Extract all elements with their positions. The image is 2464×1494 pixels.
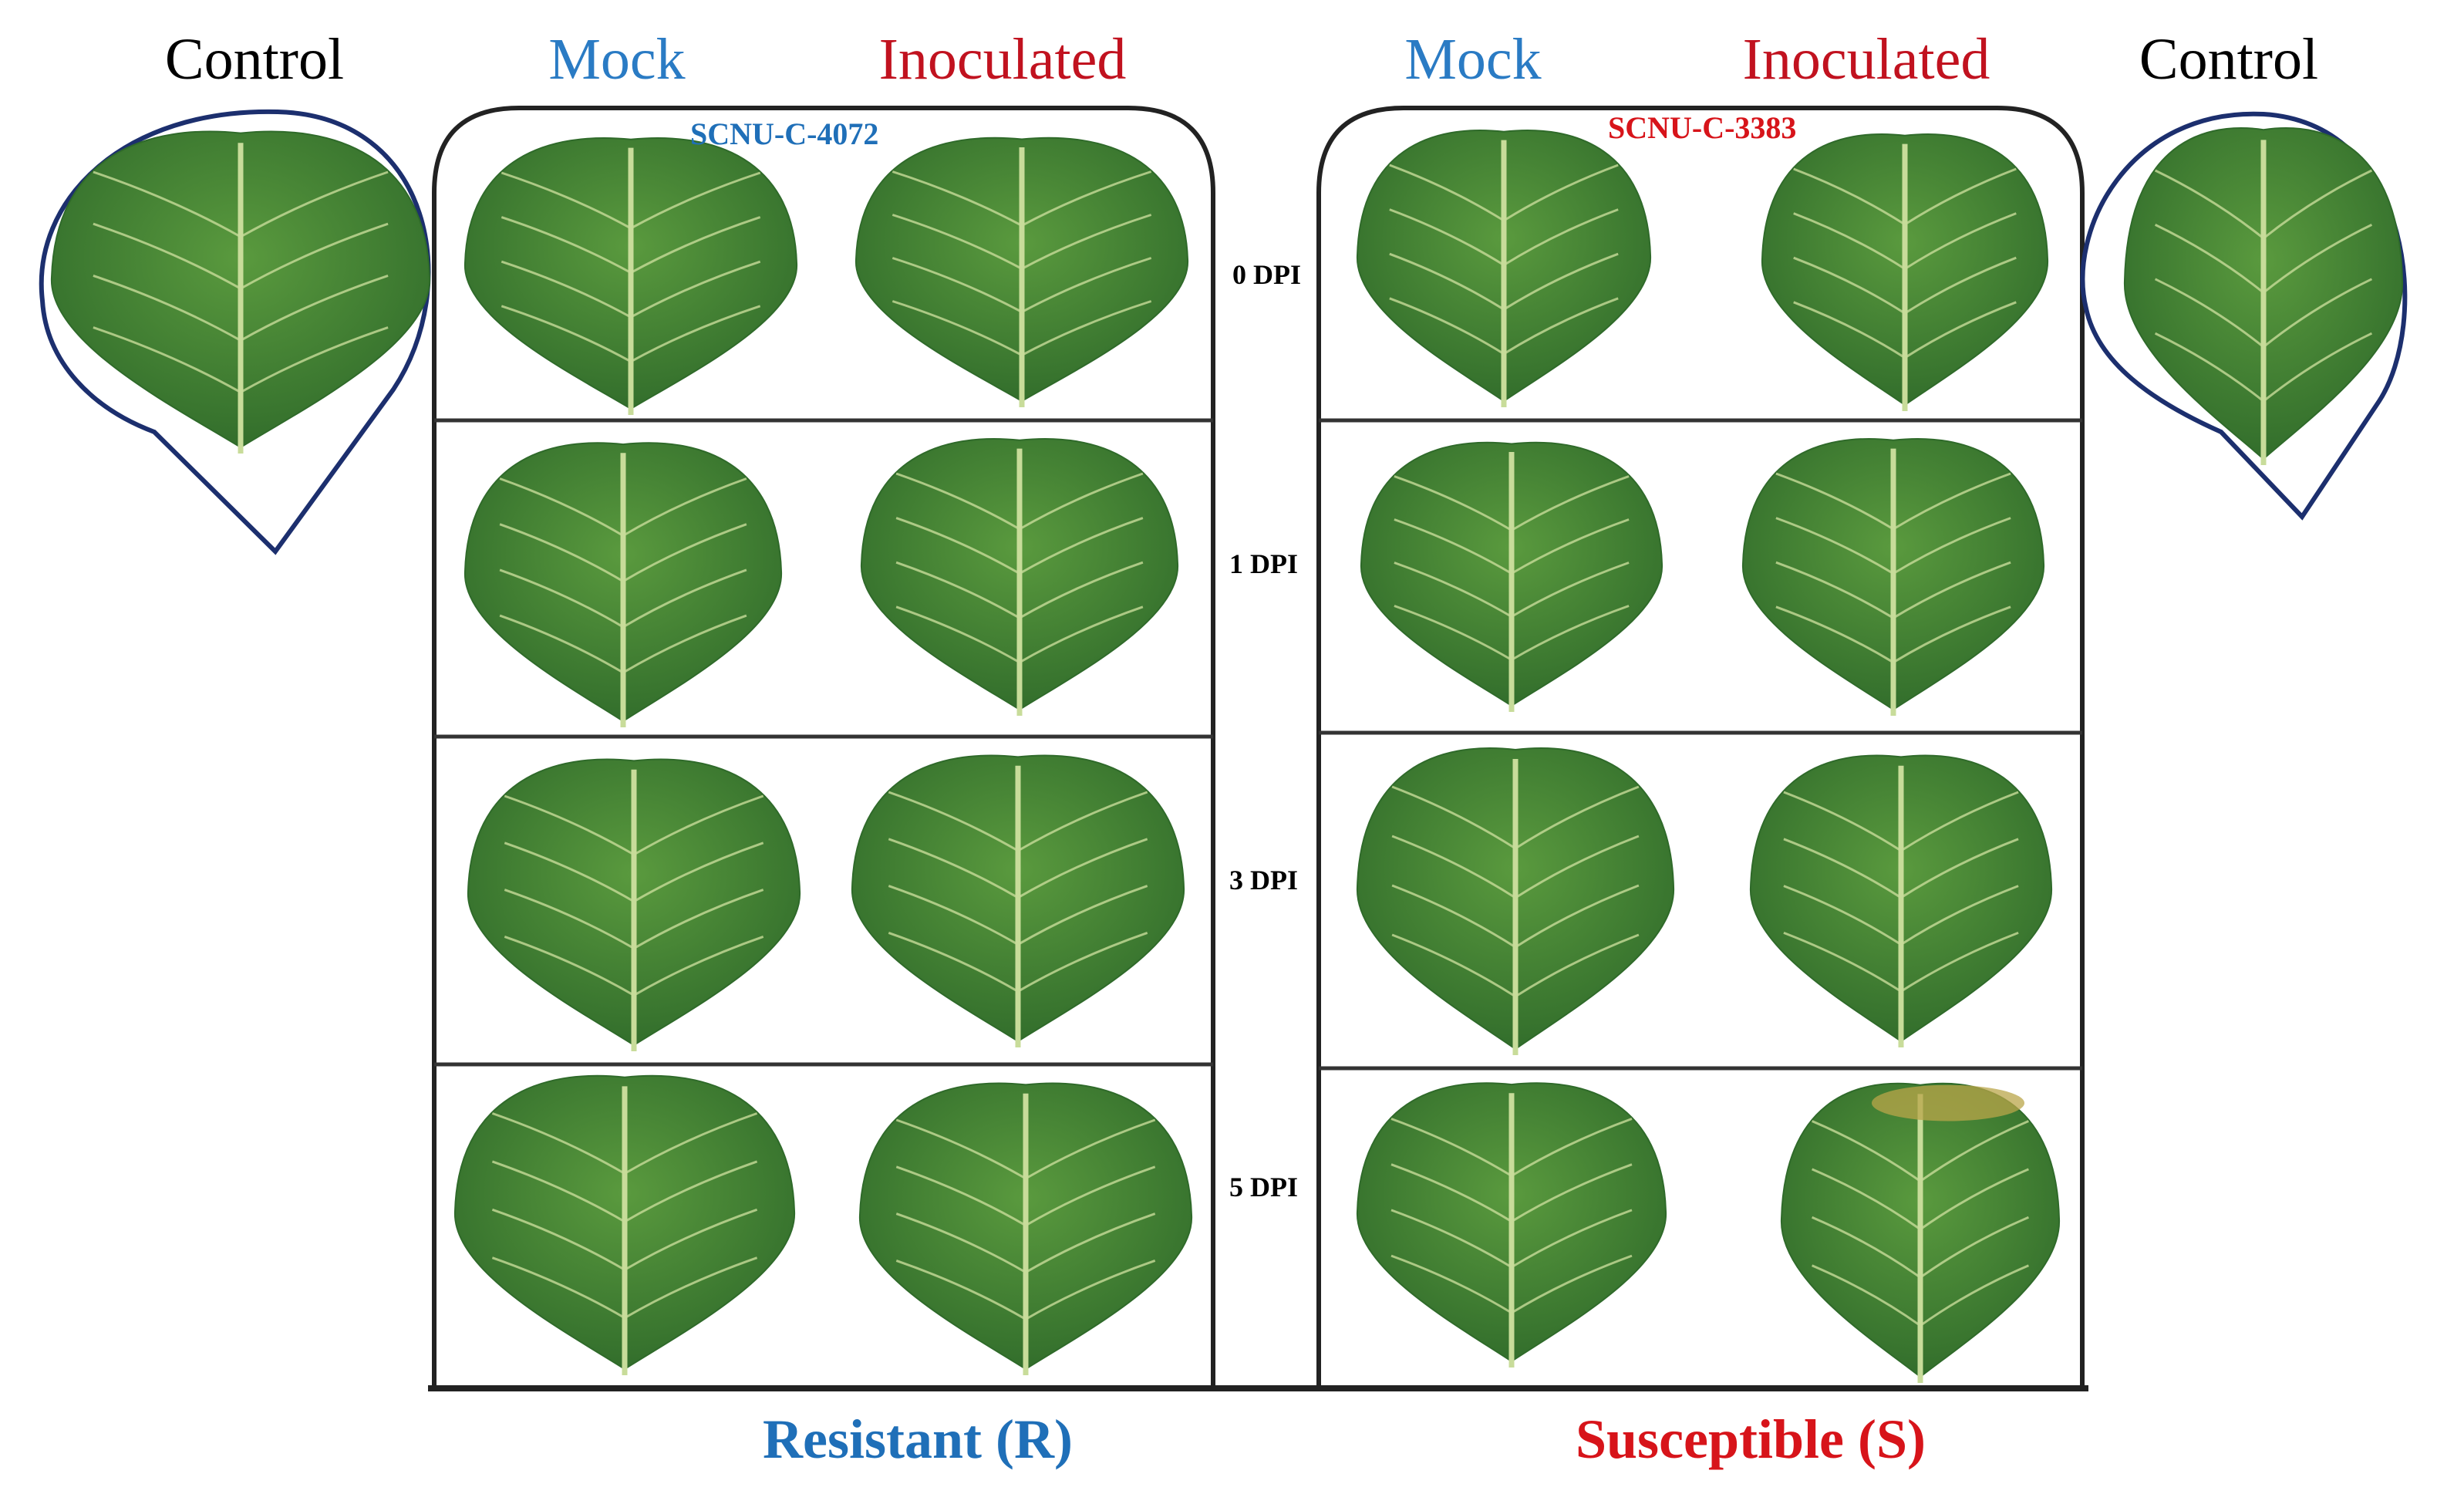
leaf-s-mock-3dpi xyxy=(1356,747,1675,1055)
dpi-label-0: 0 DPI xyxy=(1232,259,1301,290)
leaf-s-inoc-1dpi xyxy=(1741,438,2045,716)
control-right-teardrop xyxy=(2080,111,2408,521)
resistant-panel-frame xyxy=(432,106,1215,1391)
leaf-r-mock-3dpi xyxy=(467,758,801,1051)
leaf-s-inoc-0dpi xyxy=(1761,133,2049,411)
header-mock-susceptible: Mock xyxy=(1404,27,1542,92)
leaf-r-mock-1dpi xyxy=(463,442,783,727)
genotype-label-resistant: SCNU-C-4072 xyxy=(690,116,879,151)
genotype-label-susceptible: SCNU-C-3383 xyxy=(1608,110,1797,145)
dpi-label-3: 3 DPI xyxy=(1229,865,1298,895)
leaf-r-inoc-3dpi xyxy=(851,754,1185,1047)
dpi-label-1: 1 DPI xyxy=(1229,548,1298,579)
leaf-r-mock-5dpi xyxy=(453,1074,796,1375)
leaf-control-right xyxy=(2123,127,2404,465)
leaf-r-mock-0dpi xyxy=(463,137,798,415)
leaf-r-inoc-5dpi xyxy=(858,1082,1193,1375)
leaf-s-mock-1dpi xyxy=(1360,441,1663,712)
leaf-r-inoc-0dpi xyxy=(854,137,1189,407)
leaf-s-inoc-5dpi xyxy=(1780,1082,2061,1383)
dpi-label-5: 5 DPI xyxy=(1229,1172,1298,1202)
leaf-r-inoc-1dpi xyxy=(860,438,1179,716)
leaf-s-inoc-3dpi xyxy=(1749,754,2053,1047)
leaf-s-mock-0dpi xyxy=(1356,130,1652,407)
group-label-susceptible: Susceptible (S) xyxy=(1575,1408,1926,1470)
header-inoculated-resistant: Inoculated xyxy=(878,27,1127,92)
leaf-control-left xyxy=(50,130,431,454)
leaf-s-mock-5dpi xyxy=(1356,1082,1667,1368)
header-inoculated-susceptible: Inoculated xyxy=(1742,27,1990,92)
header-control-right: Control xyxy=(2139,27,2319,92)
header-mock-resistant: Mock xyxy=(548,27,686,92)
susceptible-panel-frame xyxy=(1316,106,2085,1391)
group-label-resistant: Resistant (R) xyxy=(763,1408,1073,1470)
header-control-left: Control xyxy=(164,27,345,92)
